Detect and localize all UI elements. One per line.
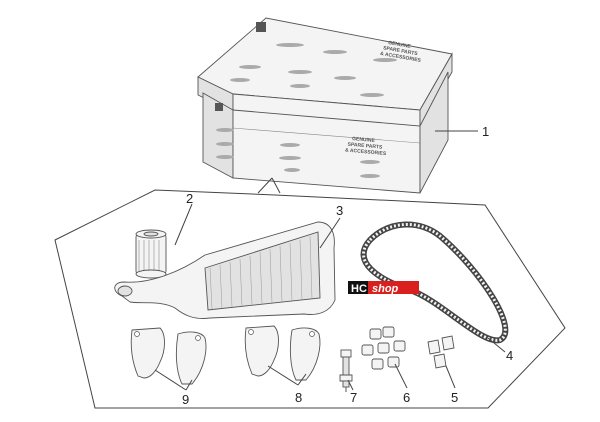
leader-line-4 [487, 337, 506, 353]
brand-marks [216, 43, 397, 178]
callout-1: 1 [482, 124, 489, 139]
air-filter [114, 221, 336, 319]
callout-7: 7 [350, 390, 357, 405]
callout-5: 5 [451, 390, 458, 405]
slider-guides [427, 335, 455, 369]
leader-line-3 [319, 217, 341, 249]
roller-weights [361, 326, 406, 370]
callout-2: 2 [186, 191, 193, 206]
callout-3: 3 [336, 203, 343, 218]
spark-plug [339, 349, 353, 392]
leader-line-2 [174, 203, 193, 246]
kit-outline [54, 189, 566, 409]
leader-line-7 [347, 379, 354, 391]
brand-logo-icon [256, 22, 266, 32]
watermark-left: HC [351, 283, 367, 295]
box-connector [271, 177, 281, 194]
box-connector [257, 177, 273, 194]
spare-parts-box: GENUINE SPARE PARTS & ACCESSORIES GENUIN… [197, 17, 453, 194]
front-heading-line: & ACCESSORIES [345, 147, 387, 157]
watermark-right: shop [372, 283, 399, 295]
leader-line-8 [267, 365, 299, 386]
brake-pads-front [130, 327, 207, 385]
svg-text:GENUINE SPARE PARTS: GENUINE SPARE PARTS & ACCESSORIES [345, 135, 388, 157]
lid-heading-line: GENUINE [388, 40, 412, 50]
hc-shop-watermark: HC shop [348, 281, 419, 295]
leader-line-6 [394, 363, 408, 389]
front-heading-line: SPARE PARTS [347, 142, 383, 151]
callout-9: 9 [182, 392, 189, 407]
oil-filter [135, 229, 167, 279]
brake-pads-rear [244, 325, 321, 381]
leader-line-9 [154, 369, 187, 391]
callout-8: 8 [295, 390, 302, 405]
leader-line-5 [445, 365, 456, 389]
callout-6: 6 [403, 390, 410, 405]
leader-line-9 [185, 379, 193, 391]
brand-logo-icon [215, 103, 223, 111]
callout-4: 4 [506, 348, 513, 363]
front-heading-line: GENUINE [352, 136, 376, 144]
leader-line-8 [297, 373, 307, 386]
